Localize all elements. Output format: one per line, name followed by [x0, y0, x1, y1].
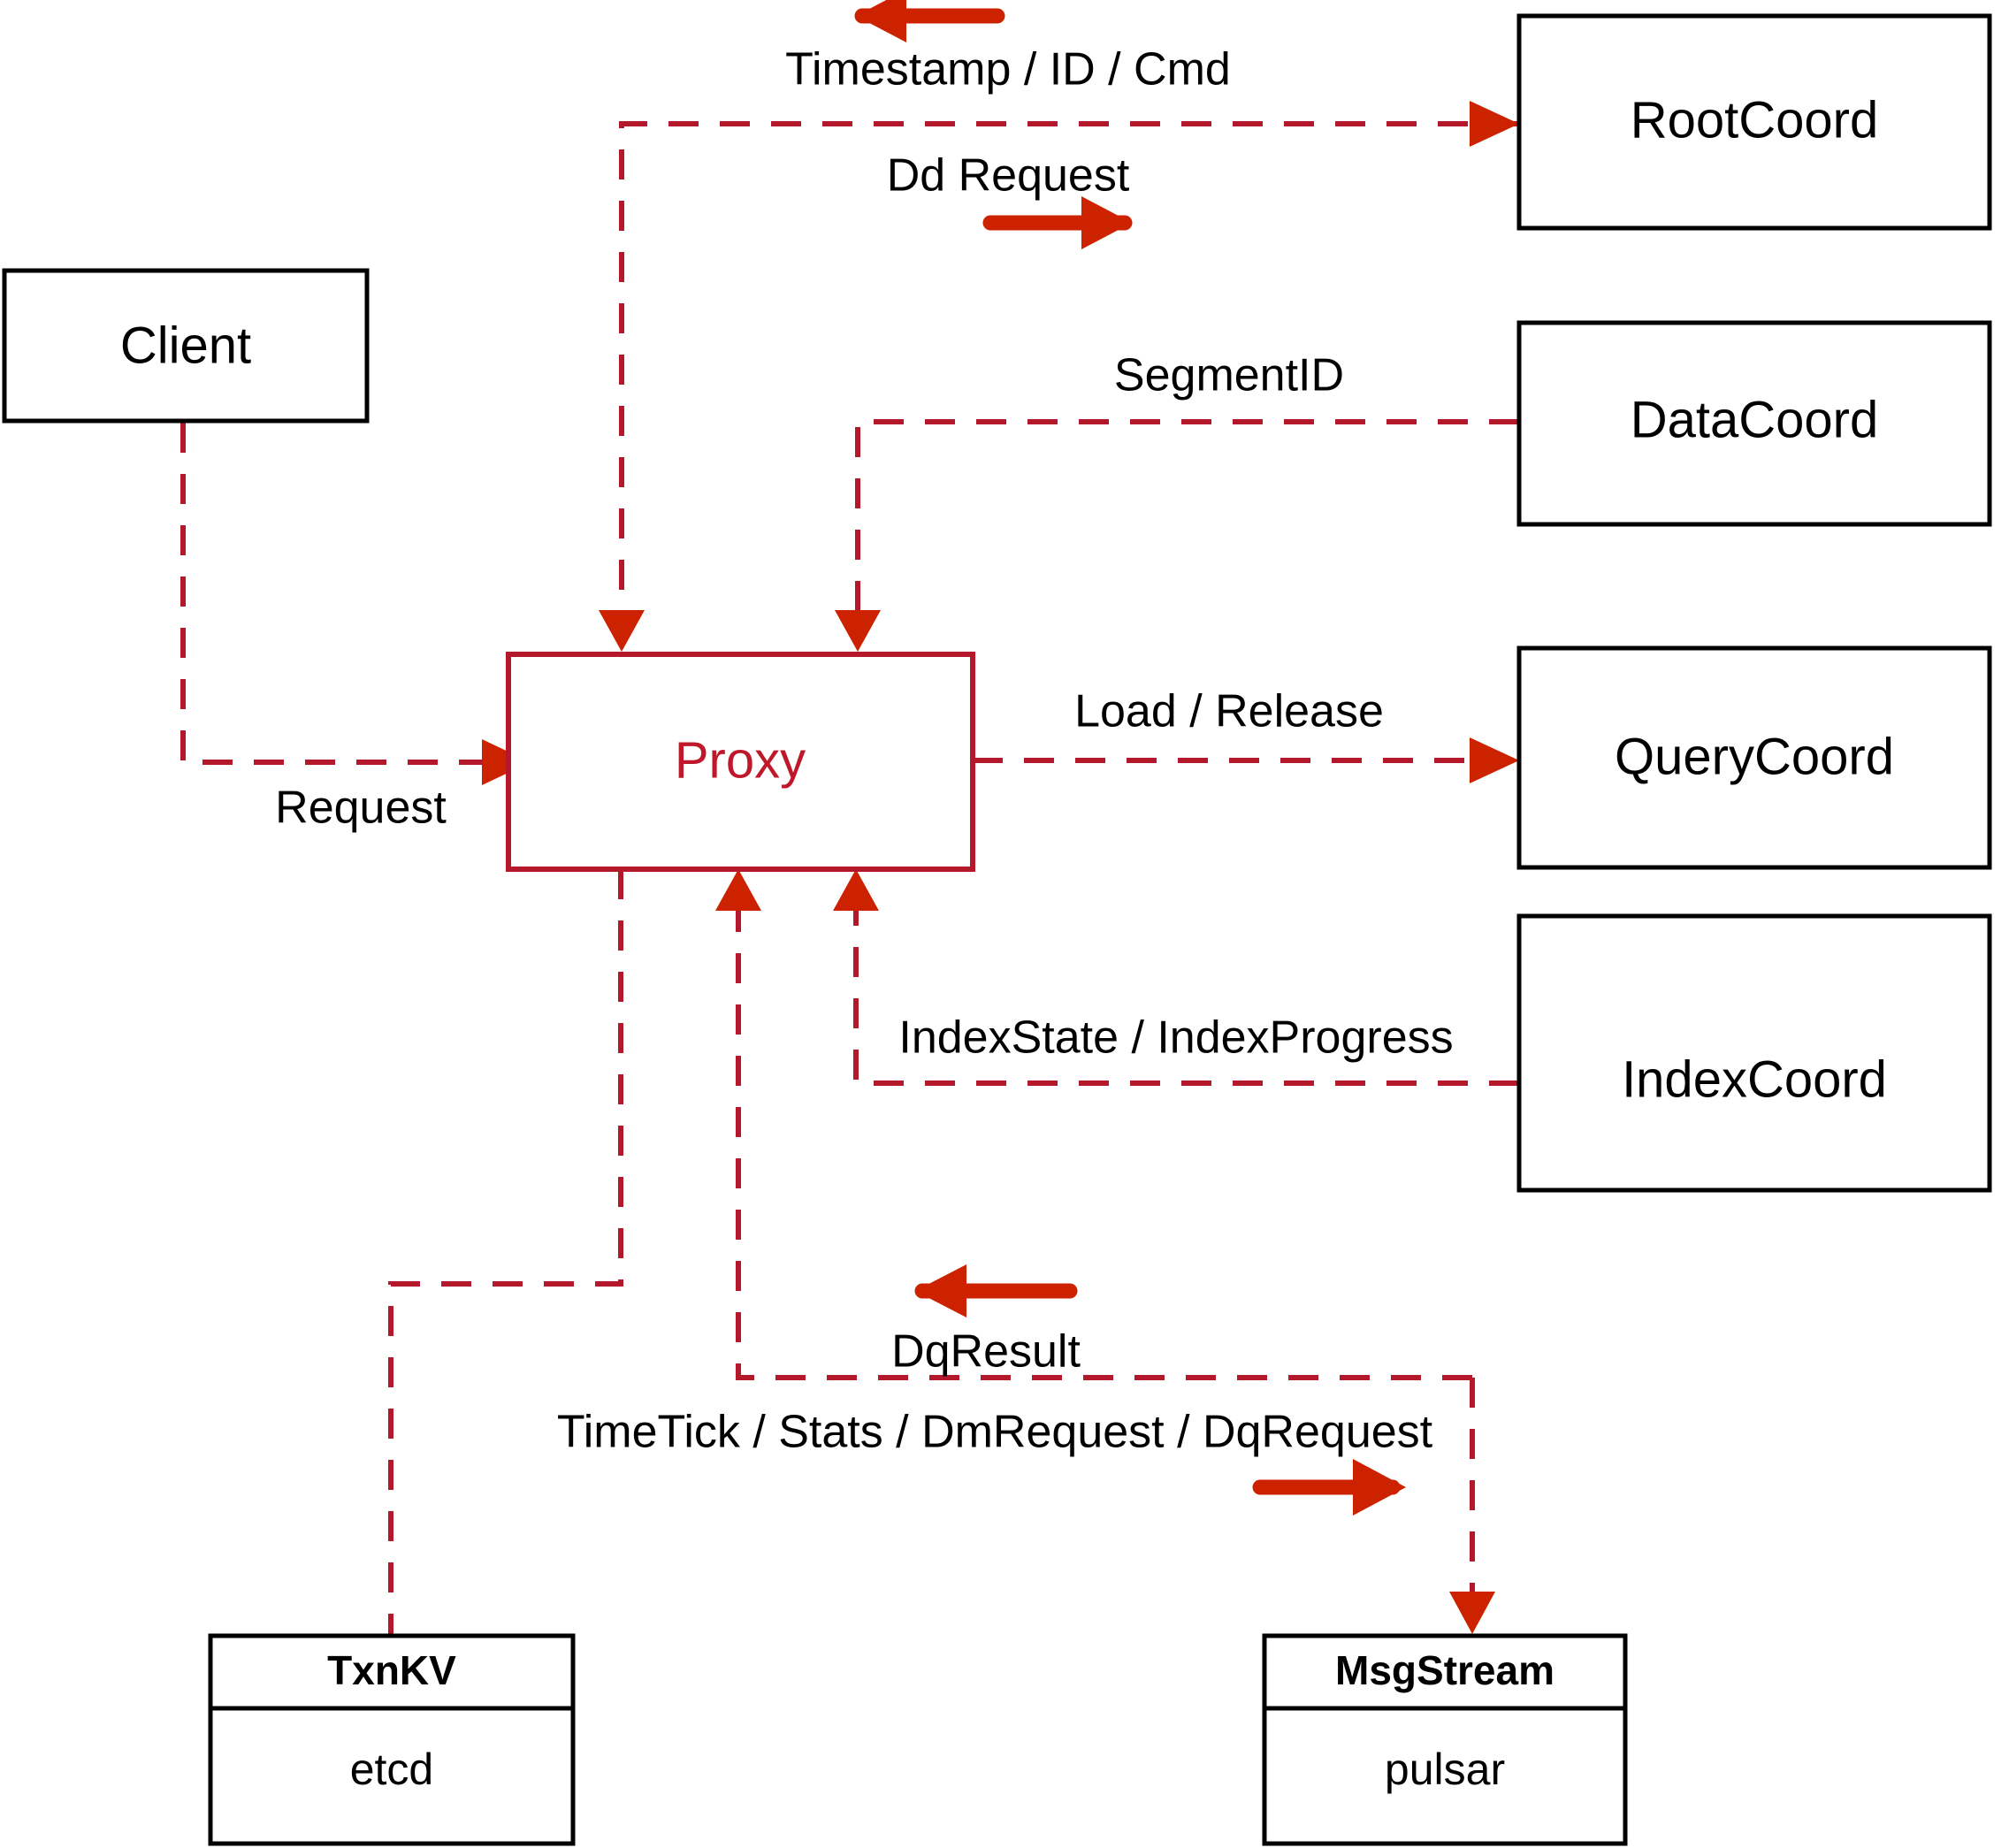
node-msgstream-box[interactable] [1262, 1633, 1628, 1846]
arrowhead-querycoord-in [1470, 737, 1519, 783]
edge-label-request: Request [275, 783, 447, 834]
node-index-coord[interactable]: IndexCoord [1516, 913, 1992, 1193]
node-txnkv[interactable]: TxnKV etcd [208, 1633, 576, 1846]
node-client-label: Client [120, 317, 251, 374]
arrowhead-msgstream-in [1449, 1592, 1495, 1634]
node-data-coord-label: DataCoord [1631, 391, 1878, 448]
edge-label-load-release: Load / Release [1074, 686, 1384, 737]
node-txnkv-impl-label: etcd [350, 1745, 434, 1794]
edge-path-segment-id [835, 419, 1519, 652]
node-txnkv-box[interactable] [208, 1633, 576, 1846]
direction-arrow-stream-requests [1252, 1459, 1406, 1516]
edge-label-index-state: IndexState / IndexProgress [898, 1012, 1453, 1064]
direction-arrow-dq-result [914, 1264, 1078, 1317]
node-data-coord[interactable]: DataCoord [1516, 320, 1992, 527]
edge-label-dd-request: Dd Request [887, 150, 1130, 202]
node-root-coord-box[interactable] [1516, 13, 1992, 231]
edge-path-index-state [833, 869, 1519, 1086]
edge-path-dq-result [715, 869, 1472, 1380]
node-query-coord[interactable]: QueryCoord [1516, 645, 1992, 870]
node-index-coord-box[interactable] [1516, 913, 1992, 1193]
edge-path-stream-requests [1449, 1378, 1495, 1634]
node-root-coord-label: RootCoord [1631, 91, 1878, 149]
edge-label-stream-requests: TimeTick / Stats / DmRequest / DqRequest [557, 1407, 1433, 1458]
node-query-coord-label: QueryCoord [1615, 728, 1894, 785]
node-msgstream-impl-label: pulsar [1385, 1745, 1505, 1794]
node-root-coord[interactable]: RootCoord [1516, 13, 1992, 231]
node-txnkv-label: TxnKV [327, 1647, 456, 1693]
direction-arrow-dd-request [982, 196, 1133, 249]
node-proxy-box[interactable] [506, 652, 975, 872]
arrowhead-dqresult [715, 869, 761, 911]
edge-path-timestamp-id-cmd [599, 121, 1519, 652]
node-client[interactable]: Client [2, 268, 370, 424]
node-data-coord-box[interactable] [1516, 320, 1992, 527]
direction-arrow-timestamp [854, 0, 1005, 42]
edge-label-timestamp-id-cmd: Timestamp / ID / Cmd [785, 44, 1231, 95]
node-client-box[interactable] [2, 268, 370, 424]
arrowhead-rootcoord-in [1470, 101, 1519, 147]
edge-label-dq-result: DqResult [891, 1326, 1081, 1378]
node-msgstream-label: MsgStream [1335, 1647, 1554, 1693]
edge-path-load-release [973, 737, 1519, 783]
arrowhead-indexstate [833, 869, 879, 911]
node-msgstream[interactable]: MsgStream pulsar [1262, 1633, 1628, 1846]
arrowhead-segmentid [835, 610, 881, 652]
arrowhead-timestamp [599, 610, 645, 652]
edge-label-segment-id: SegmentID [1114, 350, 1344, 401]
node-index-coord-label: IndexCoord [1622, 1050, 1887, 1108]
node-proxy-label: Proxy [675, 731, 806, 789]
edge-path-request [180, 423, 531, 785]
node-proxy[interactable]: Proxy [506, 652, 975, 872]
edge-path-txnkv [388, 869, 623, 1636]
node-query-coord-box[interactable] [1516, 645, 1992, 870]
